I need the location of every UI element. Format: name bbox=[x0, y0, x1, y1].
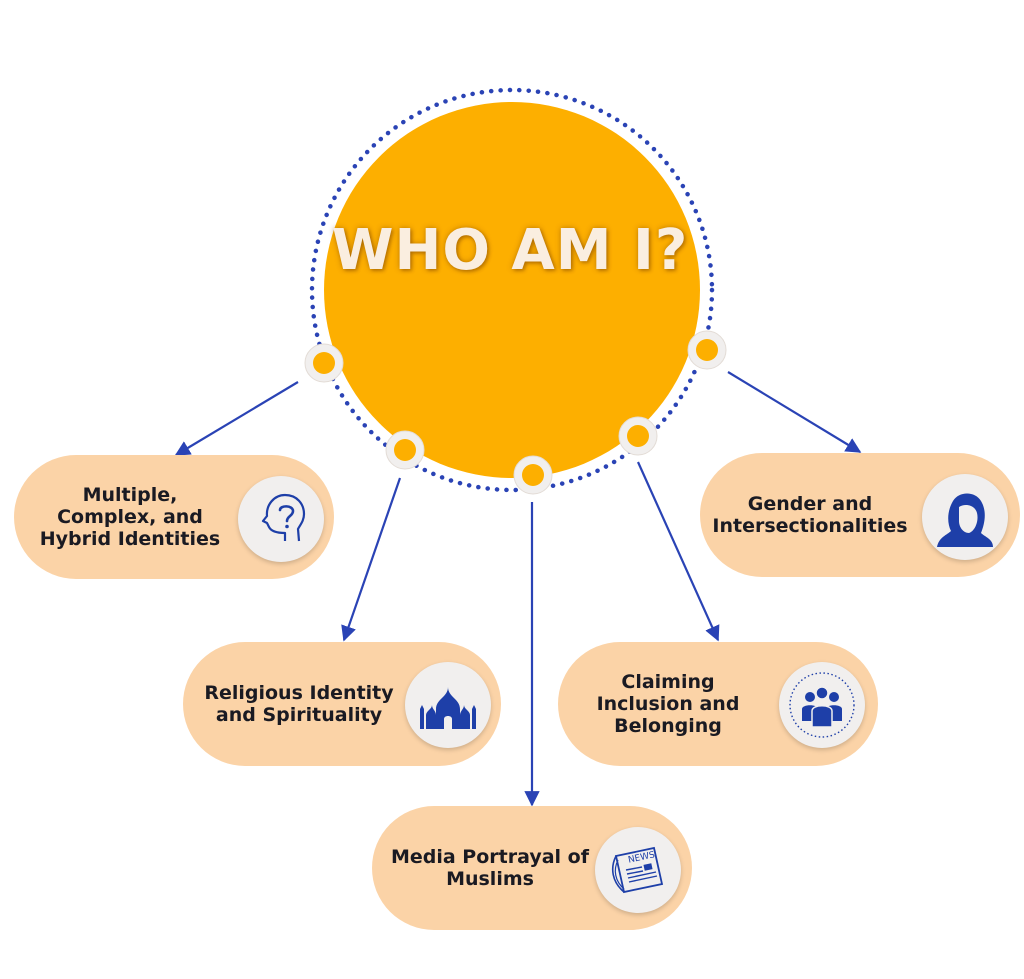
knob-gender bbox=[687, 330, 727, 370]
knob-religious bbox=[385, 430, 425, 470]
knob-identities bbox=[304, 343, 344, 383]
connector-arrow-religious bbox=[341, 477, 402, 642]
head-question-icon bbox=[238, 476, 324, 562]
node-label-identities: Multiple, Complex, and Hybrid Identities bbox=[39, 484, 221, 550]
knob-media bbox=[513, 455, 553, 495]
newspaper-icon: NEWS bbox=[595, 827, 681, 913]
knob-inclusion bbox=[618, 416, 658, 456]
hijab-woman-icon bbox=[922, 474, 1008, 560]
node-label-media: Media Portrayal of Muslims bbox=[390, 846, 590, 890]
group-people-icon bbox=[779, 662, 865, 748]
node-label-inclusion: Claiming Inclusion and Belonging bbox=[596, 671, 740, 737]
node-label-religious: Religious Identity and Spirituality bbox=[204, 682, 394, 726]
dotted-ring bbox=[309, 87, 715, 493]
main-circle bbox=[324, 102, 700, 478]
mosque-icon bbox=[405, 662, 491, 748]
connector-arrow-identities bbox=[174, 381, 299, 456]
node-label-gender: Gender and Intersectionalities bbox=[712, 493, 908, 537]
connector-arrow-gender bbox=[727, 371, 862, 453]
main-title: WHO AM I? bbox=[331, 218, 689, 283]
connector-arrow-inclusion bbox=[636, 461, 720, 642]
